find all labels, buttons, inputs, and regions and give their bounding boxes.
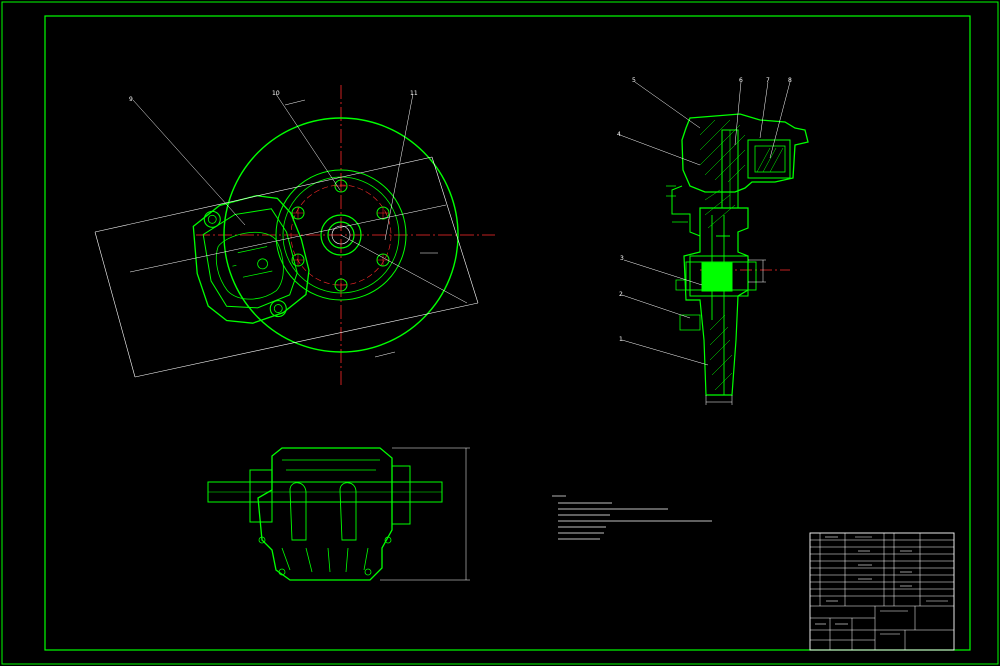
- balloon-label: 7: [766, 77, 770, 84]
- balloon-label: 2: [619, 291, 623, 298]
- brake-disc-inner: [275, 169, 407, 301]
- caliper-body-plan: [257, 447, 393, 581]
- leader-line: [340, 234, 468, 304]
- hatched-sections: [699, 119, 784, 391]
- leader-line: [384, 93, 414, 241]
- brake-disc-outer: [223, 117, 459, 353]
- knuckle-section: [683, 207, 749, 396]
- balloon-label: 8: [788, 77, 792, 84]
- section-view: 5 6 7 8 4 3 2 1: [617, 77, 809, 405]
- caliper-housing-section: [681, 113, 809, 193]
- balloon-label: 11: [410, 90, 418, 97]
- balloon-label: 1: [619, 336, 623, 343]
- top-view: [207, 447, 470, 581]
- balloon-label: 10: [272, 90, 280, 97]
- sheet-inner-border: [44, 15, 971, 651]
- balloon-label: 4: [617, 131, 621, 138]
- title-block: [809, 532, 955, 651]
- front-view: 9 10 11: [94, 85, 495, 385]
- hub-center-inner: [327, 221, 355, 249]
- balloon-label: 6: [739, 77, 743, 84]
- brake-caliper-front: [192, 194, 310, 324]
- balloon-label: 9: [129, 96, 133, 103]
- leader-line: [132, 99, 246, 226]
- technical-notes: [552, 495, 712, 540]
- leader-line: [275, 93, 341, 191]
- balloon-label: 3: [620, 255, 624, 262]
- hub-center-bore: [331, 225, 351, 245]
- dimension-frame: [94, 156, 479, 378]
- hub-center-outer: [320, 214, 362, 256]
- balloon-label: 5: [632, 77, 636, 84]
- wheel-bolt-holes: [291, 179, 390, 292]
- bearing-section: [701, 262, 733, 292]
